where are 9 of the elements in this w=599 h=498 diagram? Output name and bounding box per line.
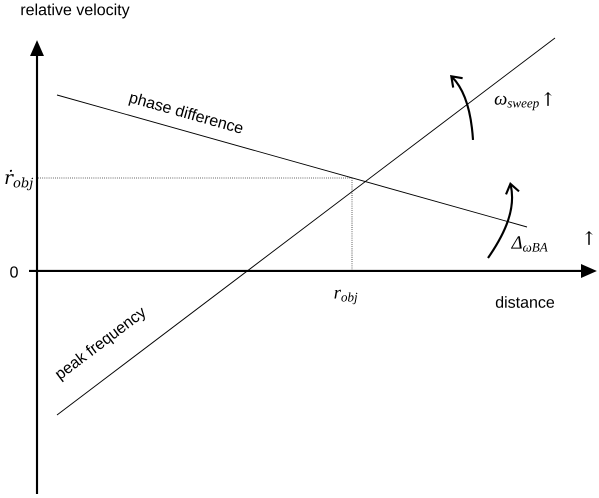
axis-value-label: ṙ$_{obj}$ — [5, 170, 34, 190]
increase-arrow-symbol: ↑ — [544, 92, 552, 106]
symbol-label: ω$_{sweep}$ — [494, 96, 539, 110]
axis-title: distance — [496, 296, 554, 308]
increase-arrow-symbol: ↑ — [585, 231, 593, 245]
axis-title: relative velocity — [21, 4, 130, 18]
axis-value-label: 0 — [10, 266, 18, 278]
axis-value-label: r$_{obj}$ — [334, 290, 358, 304]
symbol-label: Δ$_{ωBA}$ — [510, 236, 548, 252]
